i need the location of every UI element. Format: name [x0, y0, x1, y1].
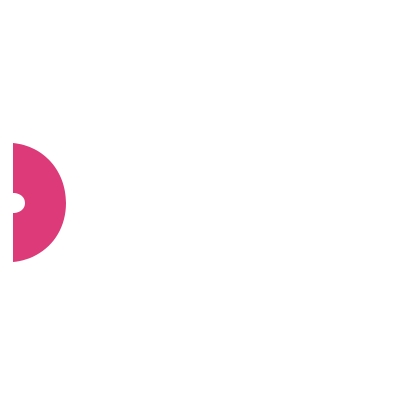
half-circle-shape [13, 143, 66, 262]
